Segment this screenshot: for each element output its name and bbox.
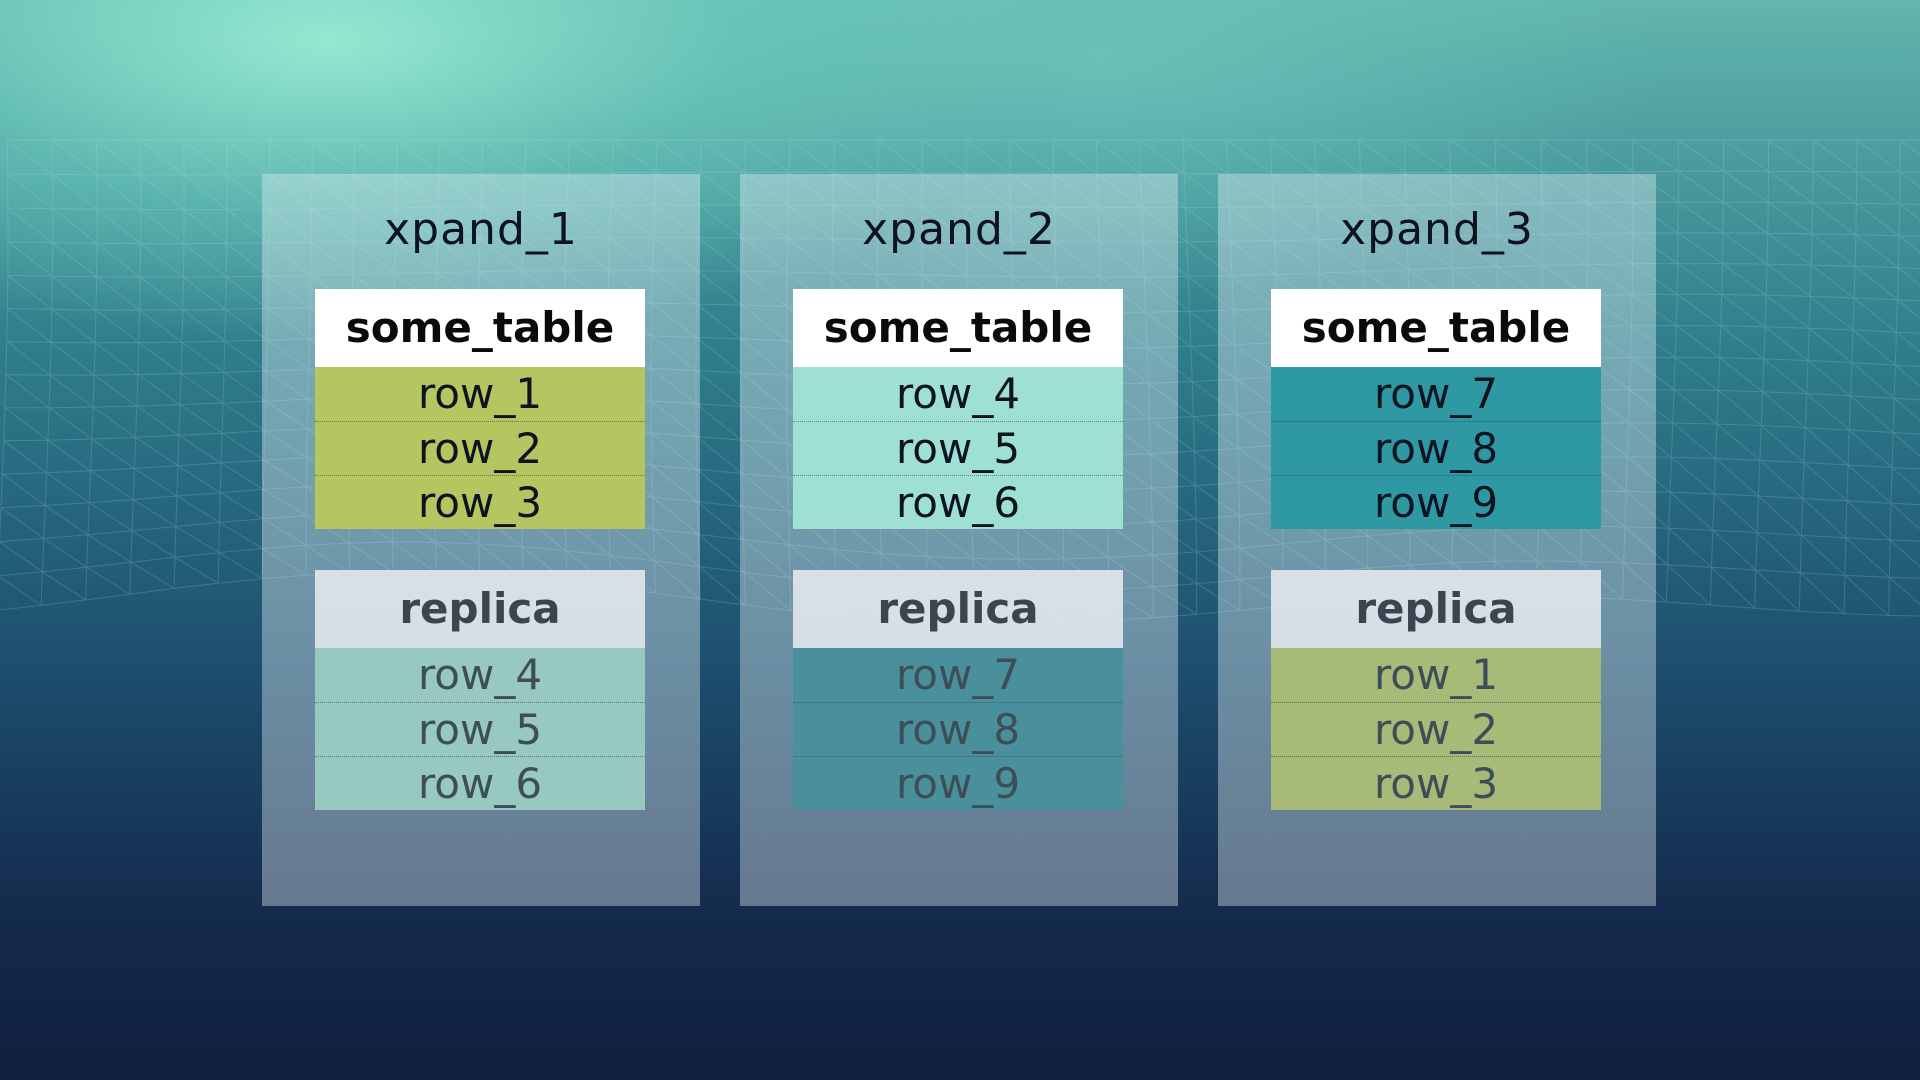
table-row: row_4 — [315, 648, 645, 702]
node-xpand-2: xpand_2 some_table row_4 row_5 row_6 rep… — [740, 174, 1178, 906]
table-header: some_table — [315, 289, 645, 367]
table-row: row_9 — [1271, 475, 1601, 529]
table-row: row_7 — [793, 648, 1123, 702]
table-row: row_5 — [793, 421, 1123, 475]
table-row: row_2 — [315, 421, 645, 475]
primary-table: some_table row_4 row_5 row_6 — [793, 289, 1123, 529]
replica-table: replica row_7 row_8 row_9 — [793, 570, 1123, 810]
table-header: replica — [793, 570, 1123, 648]
table-row: row_1 — [315, 367, 645, 421]
replica-table: replica row_4 row_5 row_6 — [315, 570, 645, 810]
primary-table: some_table row_7 row_8 row_9 — [1271, 289, 1601, 529]
table-row: row_8 — [1271, 421, 1601, 475]
node-title: xpand_1 — [384, 204, 578, 255]
table-row: row_3 — [1271, 756, 1601, 810]
table-row: row_6 — [315, 756, 645, 810]
table-header: some_table — [793, 289, 1123, 367]
table-header: replica — [315, 570, 645, 648]
primary-table: some_table row_1 row_2 row_3 — [315, 289, 645, 529]
table-row: row_2 — [1271, 702, 1601, 756]
table-row: row_3 — [315, 475, 645, 529]
mesh-grid — [0, 139, 1920, 624]
node-xpand-3: xpand_3 some_table row_7 row_8 row_9 rep… — [1218, 174, 1656, 906]
table-header: replica — [1271, 570, 1601, 648]
table-row: row_4 — [793, 367, 1123, 421]
node-xpand-1: xpand_1 some_table row_1 row_2 row_3 rep… — [262, 174, 700, 906]
table-row: row_8 — [793, 702, 1123, 756]
replica-table: replica row_1 row_2 row_3 — [1271, 570, 1601, 810]
node-title: xpand_2 — [862, 204, 1056, 255]
table-row: row_5 — [315, 702, 645, 756]
node-title: xpand_3 — [1340, 204, 1534, 255]
table-row: row_1 — [1271, 648, 1601, 702]
table-row: row_7 — [1271, 367, 1601, 421]
table-row: row_6 — [793, 475, 1123, 529]
table-header: some_table — [1271, 289, 1601, 367]
table-row: row_9 — [793, 756, 1123, 810]
